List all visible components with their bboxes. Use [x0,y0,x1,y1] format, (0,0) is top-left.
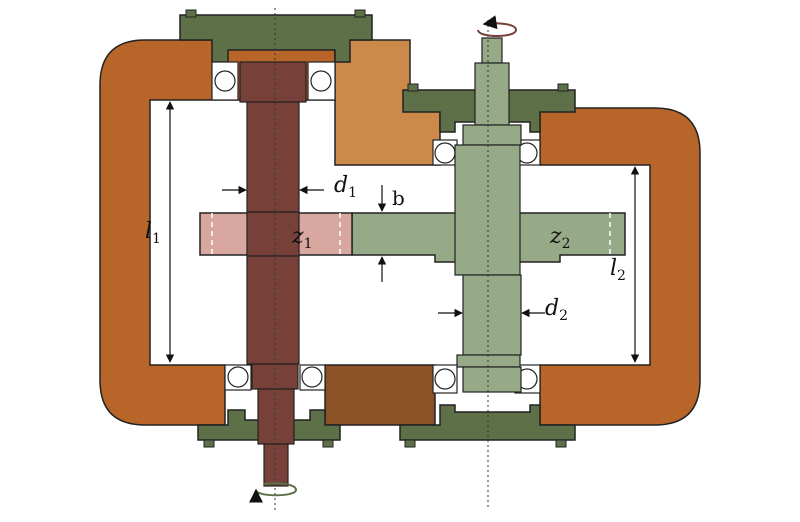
top-bolt-right [354,9,366,18]
top-bolt-shaft2-right [557,83,569,92]
shaft-1 [239,61,307,487]
bottom-bolt-left [203,439,215,448]
right-housing [539,107,701,426]
bearing-shaft1-bottom-right [299,364,326,391]
lower-middle-housing [324,364,436,426]
bearings [211,61,541,394]
top-bolt-left [185,9,197,18]
bearing-shaft1-bottom-left [224,364,252,391]
label-l1: l1 [145,219,161,247]
top-bolt-shaft2-left [407,83,419,92]
bearing-shaft2-top-left [432,139,458,166]
bottom-bolt-shaft2-left [404,439,416,448]
bearing-shaft1-top-left [211,61,239,101]
rotation-arrow-shaft1-icon [249,482,298,503]
bottom-bolt-right [322,439,334,448]
rotation-arrow-shaft2-icon [477,15,518,37]
top-bearing-cap-shaft1 [179,14,373,63]
label-l2: l2 [610,256,626,284]
bottom-bolt-shaft2-right [555,439,567,448]
label-z2: z2 [549,224,571,252]
label-b: b [392,186,405,210]
bearing-shaft1-top-right [307,61,336,101]
label-d1: d1 [334,173,357,201]
bottom-bearing-cap-shaft2 [399,404,576,441]
label-d2: d2 [545,296,568,324]
label-z1: z1 [291,224,313,252]
bearing-shaft2-bottom-left [432,364,458,394]
